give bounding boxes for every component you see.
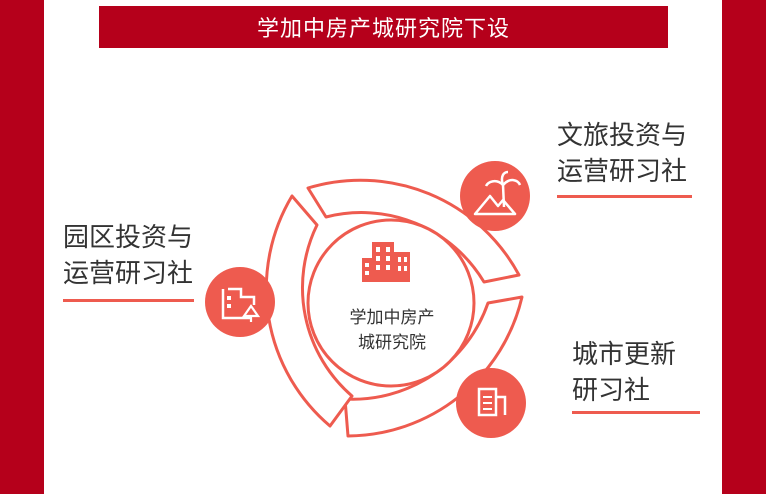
label-tourism-line1: 文旅投资与 [557, 121, 688, 151]
label-park-line2: 运营研习社 [63, 259, 194, 289]
left-side-bar [0, 0, 44, 494]
center-text-line2: 城研究院 [358, 333, 426, 353]
label-tourism-line2: 运营研习社 [557, 157, 688, 187]
building-icon [362, 242, 410, 282]
document-building-icon [477, 387, 507, 417]
underline-park [63, 299, 194, 302]
right-side-bar [722, 0, 766, 494]
page-title: 学加中房产城研究院下设 [256, 17, 510, 42]
node-urban [456, 368, 526, 438]
park-building-icon [221, 287, 261, 322]
center-text-line1: 学加中房产 [350, 308, 435, 328]
underline-tourism [557, 195, 692, 198]
ring-segment-top-right [306, 178, 521, 284]
label-park-line1: 园区投资与 [63, 223, 194, 253]
label-urban-line2: 研习社 [572, 376, 651, 406]
ring-segment-left [264, 194, 354, 428]
palm-tree-icon [473, 170, 522, 216]
underline-urban [572, 411, 700, 414]
node-park [205, 267, 275, 337]
label-tourism: 文旅投资与 运营研习社 [557, 118, 687, 190]
label-park: 园区投资与 运营研习社 [63, 220, 193, 292]
node-tourism [460, 161, 530, 231]
label-urban-line1: 城市更新 [572, 340, 677, 370]
label-urban: 城市更新 研习社 [572, 337, 676, 409]
title-banner: 学加中房产城研究院下设 [99, 6, 668, 48]
center-circle [306, 218, 476, 388]
